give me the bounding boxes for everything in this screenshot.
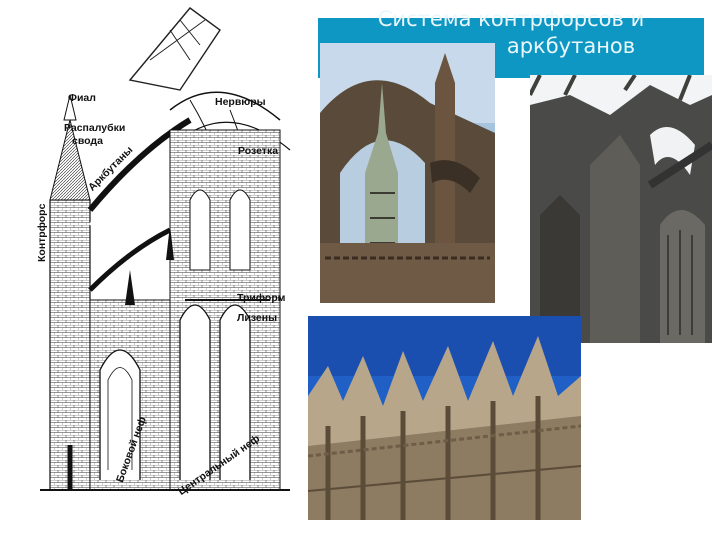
label-triforiy: Триформ xyxy=(237,292,286,304)
chevron-right-icon xyxy=(499,157,530,175)
diagram-drawing xyxy=(40,7,291,491)
label-fial: Фиал xyxy=(68,92,96,104)
cathedral-section-diagram xyxy=(30,0,312,505)
photo-arch-spire xyxy=(320,43,495,303)
label-rozetka: Розетка xyxy=(238,145,279,157)
label-nervyury: Нервюры xyxy=(215,96,266,108)
title-line-1: Система контрфорсов и xyxy=(377,7,645,31)
photo-pinnacles-sky xyxy=(308,316,581,520)
slide-title: Система контрфорсов и аркбутанов xyxy=(318,6,704,60)
label-raspalubki-1: Распалубки xyxy=(64,122,126,134)
label-raspalubki-2: свода xyxy=(72,135,103,147)
label-kontrfors: Контрфорс xyxy=(36,203,48,262)
title-line-2: аркбутанов xyxy=(506,34,636,58)
label-lizeny: Лизены xyxy=(237,312,278,324)
photo-buttress-dark xyxy=(530,75,712,343)
